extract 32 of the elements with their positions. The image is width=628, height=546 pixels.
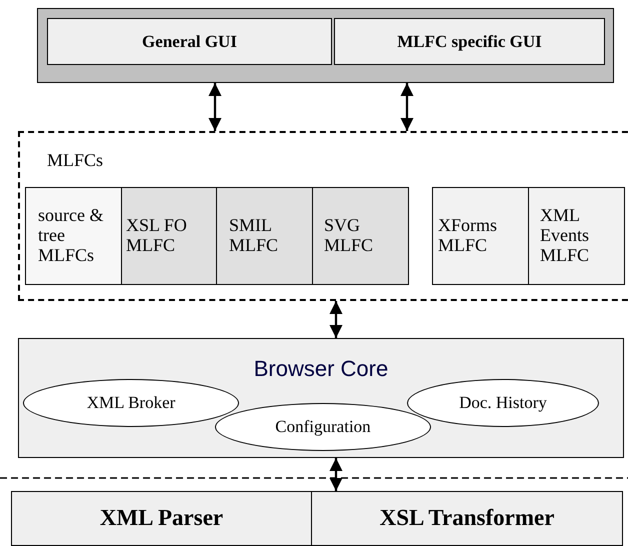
module-box — [121, 187, 217, 285]
box-label: SMIL MLFC — [229, 216, 280, 256]
box-label: XML Events MLFC — [540, 206, 590, 266]
dashed-group — [18, 131, 628, 301]
box-label: XML Parser — [100, 504, 224, 532]
double-arrow — [329, 458, 343, 491]
core-box — [18, 338, 624, 458]
box-label: source & tree MLFCs — [38, 206, 104, 266]
box-label: MLFC specific GUI — [397, 30, 542, 53]
double-arrow — [329, 301, 343, 338]
panel — [37, 8, 614, 83]
gui-box — [334, 18, 605, 65]
module-box — [25, 187, 122, 285]
module-box — [432, 187, 529, 285]
gui-box — [47, 18, 332, 65]
base-box — [311, 491, 623, 546]
box-label: SVG MLFC — [324, 216, 374, 256]
module-box — [528, 187, 625, 285]
ellipse-label: Doc. History — [459, 392, 547, 414]
group-label: MLFCs — [47, 149, 104, 172]
module-box — [216, 187, 313, 285]
box-label: XSL FO MLFC — [126, 216, 188, 256]
ellipse-label: Configuration — [275, 416, 371, 438]
double-arrow — [208, 83, 222, 131]
box-label: XSL Transformer — [380, 504, 554, 532]
ellipse-label: XML Broker — [86, 392, 176, 414]
double-arrow — [400, 83, 414, 131]
module-box — [312, 187, 409, 285]
box-label: General GUI — [142, 30, 237, 53]
core-title: Browser Core — [252, 358, 390, 380]
base-box — [11, 491, 312, 546]
box-label: XForms MLFC — [438, 216, 498, 256]
